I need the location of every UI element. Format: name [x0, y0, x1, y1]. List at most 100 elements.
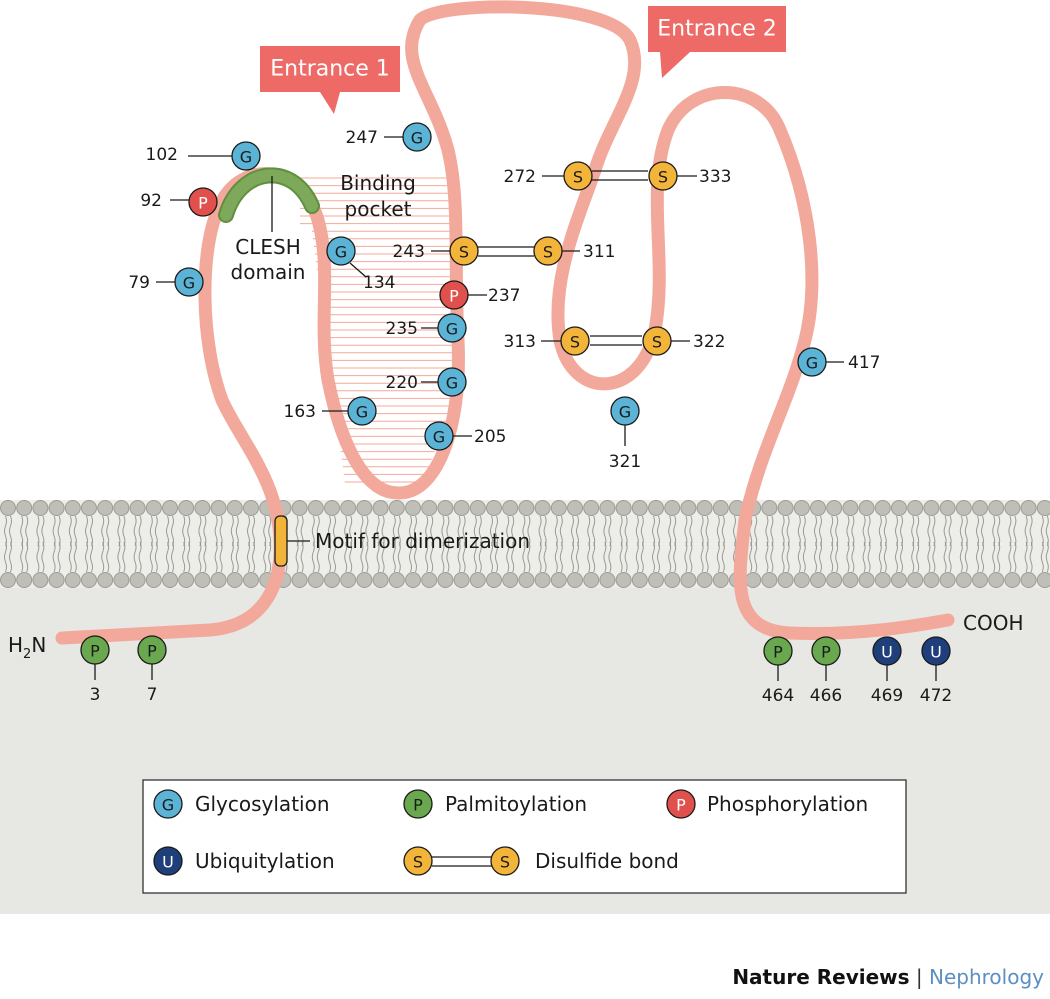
- disulfide-cys-313-number: 313: [504, 332, 536, 352]
- phosphorylation-site-92-number: 92: [140, 191, 162, 211]
- phosphorylation-site-92-badge: P: [188, 187, 218, 217]
- svg-text:G: G: [240, 148, 252, 167]
- legend-disulfide-swatch-right: S: [490, 846, 520, 876]
- palmitoylation-site-466-badge: P: [811, 636, 841, 666]
- disulfide-cys-311-number: 311: [583, 242, 615, 262]
- clesh-label-line2: domain: [231, 260, 306, 284]
- legend: G P P U S S Glycosylation Palmitoylation Phos…: [142, 779, 907, 894]
- palmitoylation-site-3-number: 3: [90, 685, 101, 705]
- glycosylation-site-163-number: 163: [284, 402, 316, 422]
- entrance-1-label: Entrance 1: [270, 57, 390, 82]
- ubiquitylation-site-472-number: 472: [920, 686, 952, 706]
- glycosylation-site-417-number: 417: [848, 353, 880, 373]
- svg-text:P: P: [773, 643, 783, 662]
- lipid-bilayer: [0, 500, 1050, 588]
- legend-ubiquitylation-label: Ubiquitylation: [195, 849, 335, 873]
- figure-credit: Nature Reviews | Nephrology: [732, 965, 1044, 989]
- svg-text:G: G: [806, 354, 818, 373]
- credit-journal: Nephrology: [929, 965, 1044, 989]
- svg-text:G: G: [446, 374, 458, 393]
- phosphorylation-site-237-number: 237: [488, 286, 520, 306]
- svg-text:P: P: [821, 643, 831, 662]
- c-terminus-label: COOH: [963, 611, 1024, 635]
- credit-publisher: Nature Reviews: [732, 965, 910, 989]
- svg-text:P: P: [147, 642, 157, 661]
- entrance-1-callout: Entrance 1: [260, 46, 400, 114]
- glycosylation-site-247-number: 247: [346, 128, 378, 148]
- palmitoylation-site-7-badge: P: [137, 635, 167, 665]
- svg-text:G: G: [335, 243, 347, 262]
- disulfide-cys-322-badge: S: [642, 326, 672, 356]
- dimerization-label: Motif for dimerization: [315, 529, 530, 553]
- glycosylation-site-220-number: 220: [386, 373, 418, 393]
- entrance-2-callout: Entrance 2: [648, 6, 786, 78]
- svg-text:U: U: [881, 643, 893, 662]
- legend-palmitoylation-swatch: P: [403, 789, 433, 819]
- legend-disulfide-label: Disulfide bond: [535, 849, 679, 873]
- palmitoylation-site-3-badge: P: [80, 635, 110, 665]
- glycosylation-site-220-badge: G: [437, 367, 467, 397]
- n-terminus-label: H2N: [8, 633, 46, 662]
- svg-text:S: S: [500, 853, 510, 872]
- svg-text:G: G: [183, 274, 195, 293]
- legend-palmitoylation-label: Palmitoylation: [445, 792, 587, 816]
- legend-phosphorylation-swatch: P: [666, 789, 696, 819]
- glycosylation-site-134-number: 134: [363, 273, 395, 293]
- glycosylation-site-134-badge: G: [326, 236, 356, 266]
- svg-text:S: S: [459, 243, 469, 262]
- svg-text:G: G: [619, 403, 631, 422]
- legend-glycosylation-swatch: G: [153, 789, 183, 819]
- svg-text:S: S: [658, 168, 668, 187]
- legend-phosphorylation-label: Phosphorylation: [707, 792, 868, 816]
- disulfide-cys-313-badge: S: [560, 326, 590, 356]
- glycosylation-site-321-number: 321: [609, 452, 641, 472]
- glycosylation-site-235-number: 235: [386, 319, 418, 339]
- glycosylation-site-163-badge: G: [347, 396, 377, 426]
- glycosylation-site-79-number: 79: [128, 273, 150, 293]
- ubiquitylation-site-469-badge: U: [872, 636, 902, 666]
- credit-separator: |: [915, 965, 923, 989]
- svg-text:U: U: [162, 853, 174, 872]
- entrance-2-label: Entrance 2: [657, 17, 777, 42]
- binding-pocket-label-line2: pocket: [345, 197, 412, 221]
- svg-text:S: S: [652, 333, 662, 352]
- disulfide-cys-311-badge: S: [533, 236, 563, 266]
- disulfide-bonds: [478, 170, 648, 346]
- palmitoylation-site-464-number: 464: [762, 686, 794, 706]
- svg-text:G: G: [162, 796, 174, 815]
- disulfide-cys-272-number: 272: [504, 167, 536, 187]
- ubiquitylation-site-469-number: 469: [871, 686, 903, 706]
- glycosylation-site-79-badge: G: [174, 267, 204, 297]
- palmitoylation-site-466-number: 466: [810, 686, 842, 706]
- svg-text:G: G: [356, 403, 368, 422]
- disulfide-cys-322-number: 322: [693, 332, 725, 352]
- svg-text:G: G: [433, 428, 445, 447]
- legend-ubiquitylation-swatch: U: [153, 846, 183, 876]
- glycosylation-site-205-badge: G: [424, 421, 454, 451]
- legend-glycosylation-label: Glycosylation: [195, 792, 330, 816]
- glycosylation-site-321-badge: G: [610, 396, 640, 426]
- svg-text:G: G: [411, 129, 423, 148]
- dimerization-motif: [274, 515, 288, 567]
- legend-disulfide-swatch-left: S: [403, 846, 433, 876]
- svg-text:P: P: [676, 796, 686, 815]
- disulfide-cys-333-number: 333: [699, 167, 731, 187]
- svg-text:P: P: [413, 796, 423, 815]
- glycosylation-site-247-badge: G: [402, 122, 432, 152]
- ubiquitylation-site-472-badge: U: [921, 636, 951, 666]
- clesh-label-line1: CLESH: [235, 235, 300, 259]
- glycosylation-site-102-badge: G: [231, 141, 261, 171]
- svg-text:G: G: [446, 320, 458, 339]
- protein-chain: [55, 0, 955, 645]
- svg-text:S: S: [413, 853, 423, 872]
- disulfide-cys-272-badge: S: [563, 161, 593, 191]
- svg-text:P: P: [449, 287, 459, 306]
- binding-pocket-label-line1: Binding: [340, 171, 416, 195]
- glycosylation-site-205-number: 205: [474, 427, 506, 447]
- glycosylation-site-417-badge: G: [797, 347, 827, 377]
- svg-text:S: S: [570, 333, 580, 352]
- svg-text:S: S: [573, 168, 583, 187]
- svg-text:S: S: [543, 243, 553, 262]
- phosphorylation-site-237-badge: P: [439, 280, 469, 310]
